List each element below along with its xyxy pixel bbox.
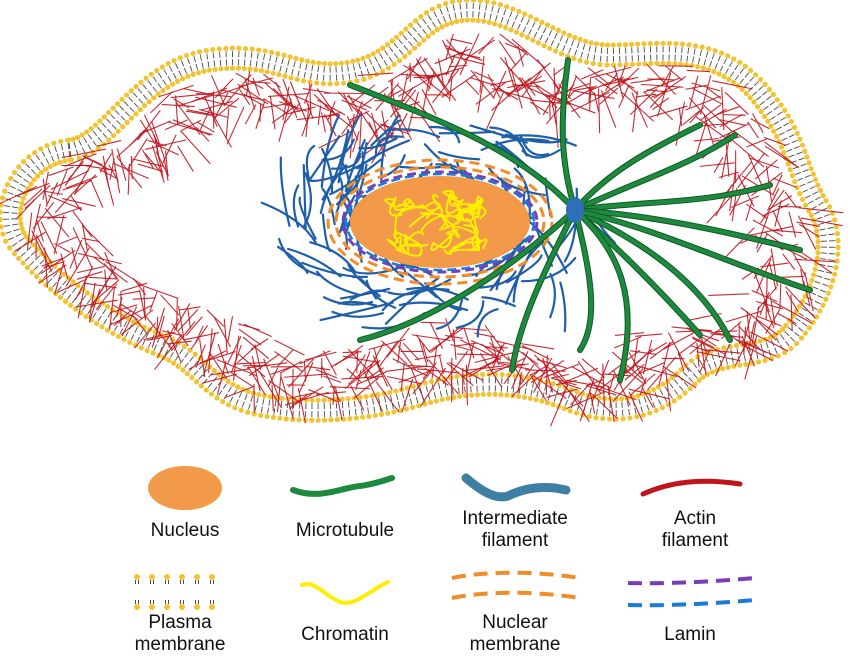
legend-label-nuclear-line1: Nuclear xyxy=(482,612,548,633)
legend-nucleus-swatch xyxy=(148,466,222,510)
nuclear-membrane-inner xyxy=(334,165,546,279)
legend-chromatin-swatch xyxy=(300,580,390,605)
legend-label-actin-filament: Actin filament xyxy=(640,508,750,552)
microtubule-network xyxy=(347,57,813,383)
legend-label-actin-line2: filament xyxy=(661,530,729,551)
chromatin xyxy=(384,189,488,257)
legend-label-intermediate-line2: filament xyxy=(481,530,549,551)
legend-label-actin-line1: Actin xyxy=(673,508,717,529)
legend-label-microtubule: Microtubule xyxy=(295,520,395,541)
legend-actin-filament-swatch xyxy=(640,478,743,497)
legend-microtubule-swatch xyxy=(290,475,395,497)
cell-body xyxy=(0,0,844,427)
legend-lamin-swatch xyxy=(627,576,756,608)
nucleus-structure xyxy=(326,158,554,286)
legend-label-nuclear-line2: membrane xyxy=(469,634,561,655)
legend-label-lamin: Lamin xyxy=(664,624,716,645)
legend-label-intermediate-line1: Intermediate xyxy=(462,508,568,529)
legend-plasma-membrane-swatch xyxy=(134,574,215,610)
legend-label-nuclear-membrane: Nuclear membrane xyxy=(455,612,575,656)
plasma-membrane xyxy=(0,0,841,423)
actin-network xyxy=(0,33,844,427)
legend-label-intermediate-filament: Intermediate filament xyxy=(445,508,585,552)
legend xyxy=(134,466,756,610)
legend-intermediate-filament-swatch xyxy=(461,473,571,502)
centrosome xyxy=(566,197,584,223)
legend-label-plasma-line2: membrane xyxy=(134,634,226,655)
legend-label-plasma-membrane: Plasma membrane xyxy=(120,612,240,656)
legend-label-chromatin: Chromatin xyxy=(301,624,389,645)
legend-nuclear-membrane-swatch xyxy=(451,570,581,600)
legend-label-nucleus: Nucleus xyxy=(150,520,220,541)
legend-label-plasma-line1: Plasma xyxy=(148,612,212,633)
nucleus xyxy=(350,176,530,268)
lamin-layer-blue xyxy=(344,172,536,272)
nuclear-membrane-outer xyxy=(326,158,554,286)
lamin-layer-purple xyxy=(341,170,539,274)
